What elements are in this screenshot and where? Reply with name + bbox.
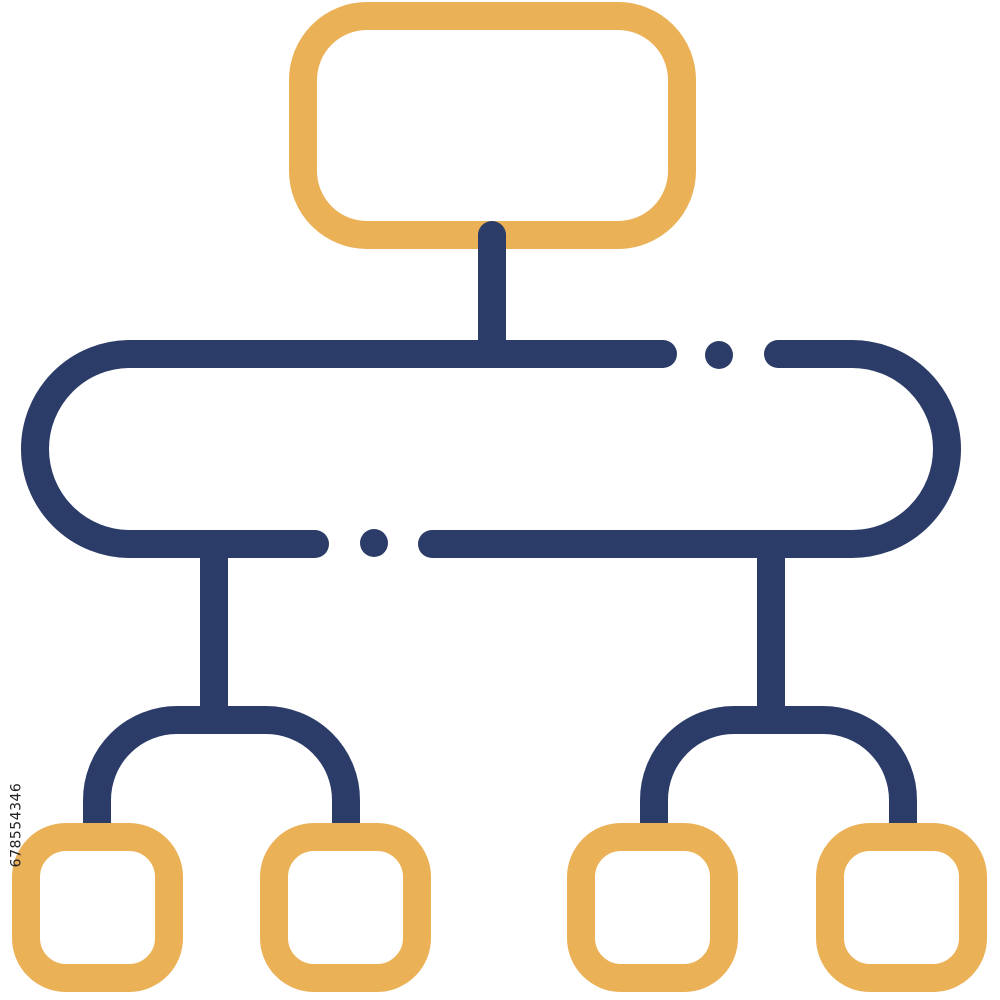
central-pill-left-segment	[21, 340, 677, 558]
left-fork-connector	[83, 706, 360, 823]
bottom-node-3	[567, 823, 738, 992]
pill-top-dot	[705, 341, 733, 369]
bottom-node-2	[260, 823, 431, 992]
central-pill-right-segment	[418, 340, 961, 558]
stock-id-label: 678554346	[6, 760, 26, 890]
top-node-box	[289, 2, 696, 249]
right-fork-connector	[640, 706, 917, 823]
bottom-node-4	[816, 823, 987, 992]
stock-id-text: 678554346	[8, 782, 25, 868]
bottom-node-1	[12, 823, 183, 992]
pill-bottom-dot	[360, 529, 388, 557]
